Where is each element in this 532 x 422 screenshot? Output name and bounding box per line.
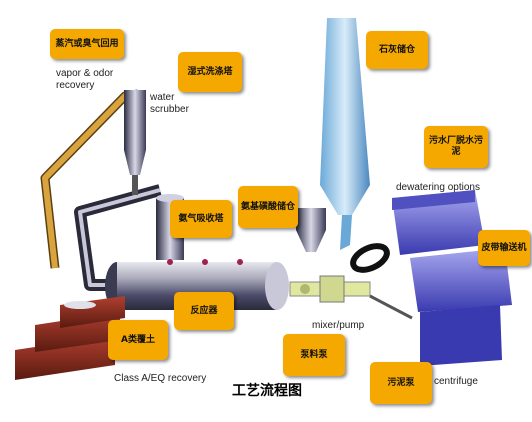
feed-pipe (369, 294, 413, 320)
diagram-title: 工艺流程图 (232, 383, 302, 399)
lime-silo (320, 18, 370, 250)
centrifuge-label: centrifuge (434, 376, 478, 387)
water-scrubber-note: 湿式洗涤塔 (178, 52, 242, 92)
sulfamic-acid-silo-note: 氨基磺酸储仓 (238, 186, 298, 228)
water-scrubber (124, 90, 146, 195)
sludge-pump-note: 污泥泵 (370, 362, 432, 404)
vapor-odor-recovery-note: 蒸汽或臭气回用 (50, 29, 124, 59)
feed-pump-note: 泵料泵 (283, 334, 345, 376)
belt-conveyor-note: 皮带输送机 (478, 230, 530, 266)
water-scrubber-label: water scrubber (150, 92, 189, 115)
class-a-recovery-label: Class A/EQ recovery (114, 373, 207, 384)
dewatering-options-label: dewatering options (396, 182, 480, 193)
sewage-sludge-note: 污水厂脱水污泥 (424, 126, 488, 168)
vapor-odor-recovery-label: vapor & odor recovery (56, 68, 114, 91)
sulfamic-acid-silo (296, 208, 326, 252)
ammonia-absorber-note: 氨气吸收塔 (170, 200, 232, 238)
class-a-soil-note: A类覆土 (108, 320, 168, 360)
lime-silo-note: 石灰储仓 (366, 31, 428, 69)
mixer-pump-label: mixer/pump (312, 320, 365, 331)
mixer-pump (289, 275, 371, 303)
conveyor-roller (350, 243, 390, 273)
class-a-soil-bins (15, 296, 125, 380)
belt-press (392, 190, 512, 366)
reactor-note: 反应器 (174, 292, 234, 330)
